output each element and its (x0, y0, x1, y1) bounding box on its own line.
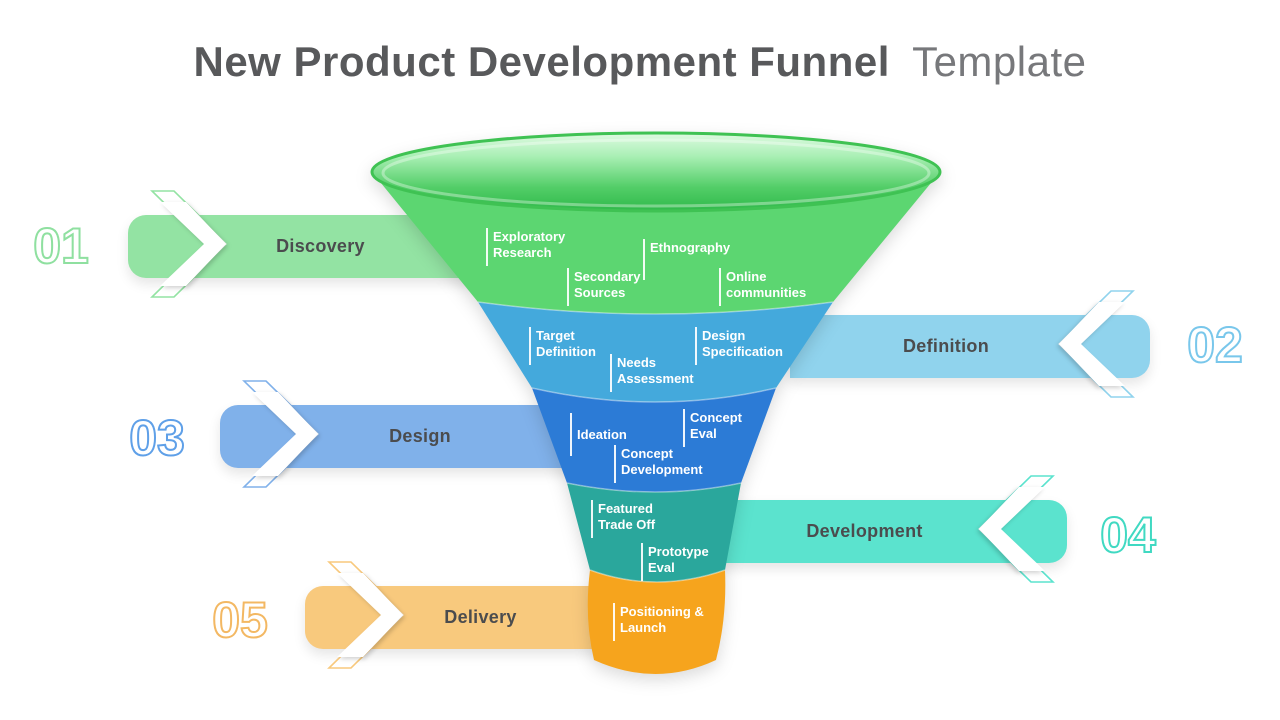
funnel-item-online-communities: Online communities (719, 268, 806, 306)
funnel-item-needs-assessment: Needs Assessment (610, 354, 694, 392)
funnel-mouth (370, 131, 942, 213)
page-title-suffix: Template (912, 38, 1087, 85)
funnel-mouth-rim (381, 138, 931, 208)
stage-label-delivery: Delivery (444, 607, 517, 627)
page-title: New Product Development Funnel Template (0, 38, 1280, 86)
funnel-item-featured-trade-off: Featured Trade Off (591, 500, 655, 538)
funnel-item-prototype-eval: Prototype Eval (641, 543, 709, 581)
stage-label-definition: Definition (903, 336, 989, 356)
funnel-item-exploratory-research: Exploratory Research (486, 228, 565, 266)
funnel-item-positioning-launch: Positioning & Launch (613, 603, 704, 641)
svg-text:02: 02 (1187, 317, 1243, 373)
svg-text:01: 01 (33, 218, 89, 274)
funnel-item-concept-development: Concept Development (614, 445, 703, 483)
stage-number-02: 02 (1186, 316, 1244, 374)
chevron-solid (160, 202, 226, 286)
chevron-solid (337, 573, 403, 657)
funnel-item-ethnography: Ethnography (643, 239, 730, 280)
page-title-main: New Product Development Funnel (193, 38, 890, 85)
stage-label-discovery: Discovery (276, 236, 365, 256)
funnel-item-target-definition: Target Definition (529, 327, 596, 365)
chevron-solid (1059, 302, 1125, 386)
stage-number-01: 01 (32, 217, 90, 275)
stage-label-design: Design (389, 426, 451, 446)
funnel-item-secondary-sources: Secondary Sources (567, 268, 640, 306)
chevron-left-icon (1055, 290, 1135, 398)
funnel-item-concept-eval: Concept Eval (683, 409, 742, 447)
chevron-right-icon (242, 380, 322, 488)
chevron-left-icon (975, 475, 1055, 583)
stage-number-04: 04 (1099, 506, 1157, 564)
svg-text:04: 04 (1100, 507, 1156, 563)
stage-number-05: 05 (211, 591, 269, 649)
segment-divider (566, 482, 742, 493)
chevron-right-icon (150, 190, 230, 298)
chevron-solid (252, 392, 318, 476)
svg-text:05: 05 (212, 592, 268, 648)
stage-number-03: 03 (128, 409, 186, 467)
funnel-item-design-specification: Design Specification (695, 327, 783, 365)
svg-text:03: 03 (129, 410, 185, 466)
chevron-solid (979, 487, 1045, 571)
chevron-right-icon (327, 561, 407, 669)
stage-label-development: Development (806, 521, 923, 541)
